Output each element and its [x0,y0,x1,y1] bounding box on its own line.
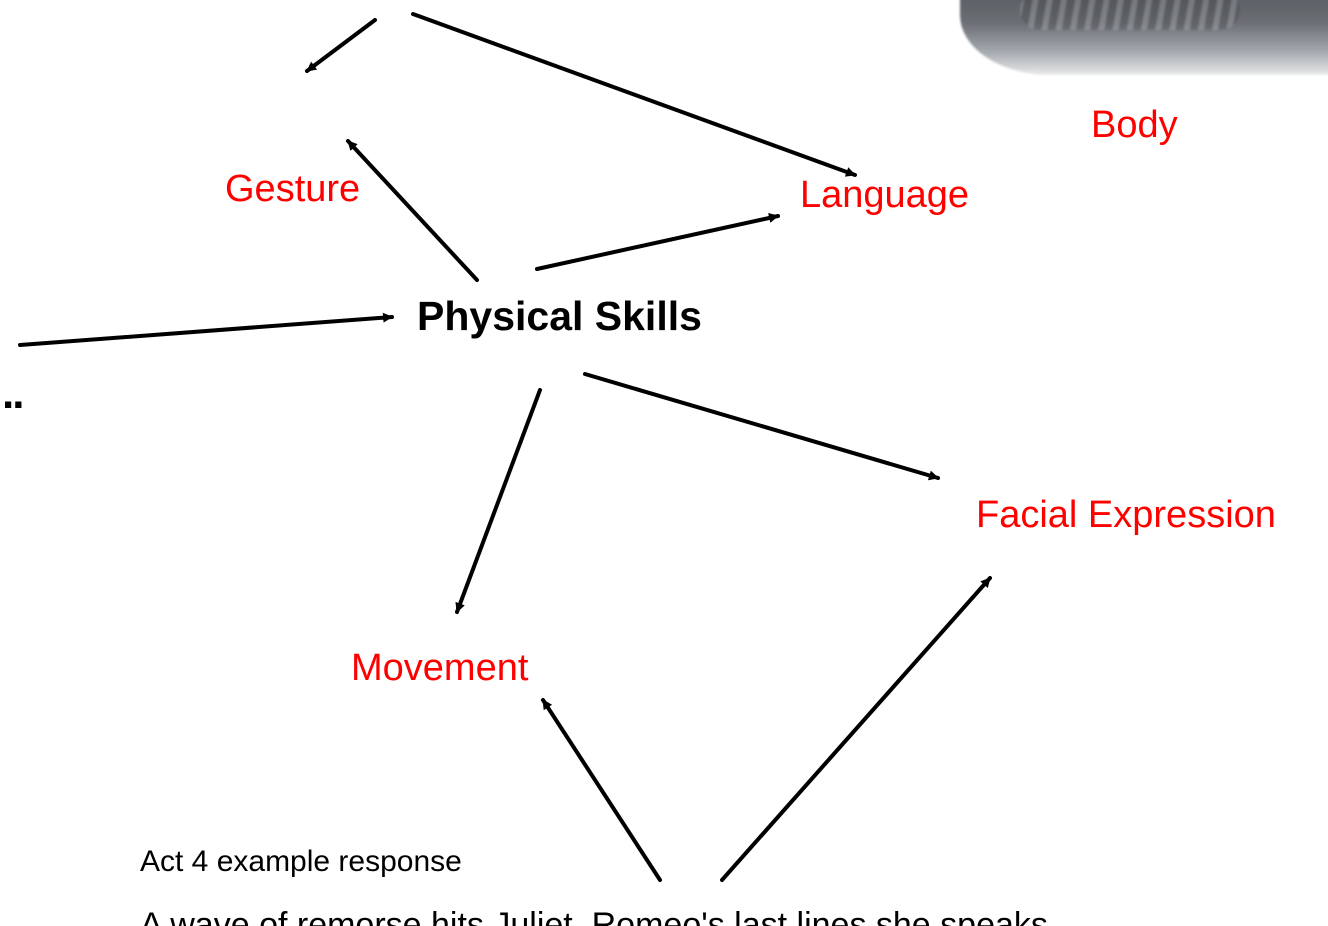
arrow-physical-skills-to-gesture [346,139,479,282]
node-gesture: Gesture [225,168,361,210]
arrow-top-to-upper-left [305,18,377,73]
arrow-physical-skills-to-movement [455,388,542,614]
arrow-physical-skills-to-facial-expression [583,372,940,481]
arrow-bottom-to-movement [541,698,662,882]
arrow-bottom-to-facial-expression [720,576,992,882]
truncated-left-text: .. [2,369,24,418]
node-language: Language [800,174,970,216]
background-photo-fragment [960,0,1328,75]
caption-act4-example: Act 4 example response [140,845,462,878]
node-movement: Movement [351,647,529,689]
arrow-left-to-physical-skills [18,312,394,347]
node-body: Body [1091,104,1178,146]
arrow-physical-skills-to-language [535,213,780,271]
node-facial-expression: Facial Expression [976,494,1276,536]
central-node-physical-skills: Physical Skills [417,293,702,339]
bottom-cutoff-text: A wave of remorse hits Juliet. Romeo's l… [140,906,1077,926]
arrow-top-to-language [411,12,857,177]
